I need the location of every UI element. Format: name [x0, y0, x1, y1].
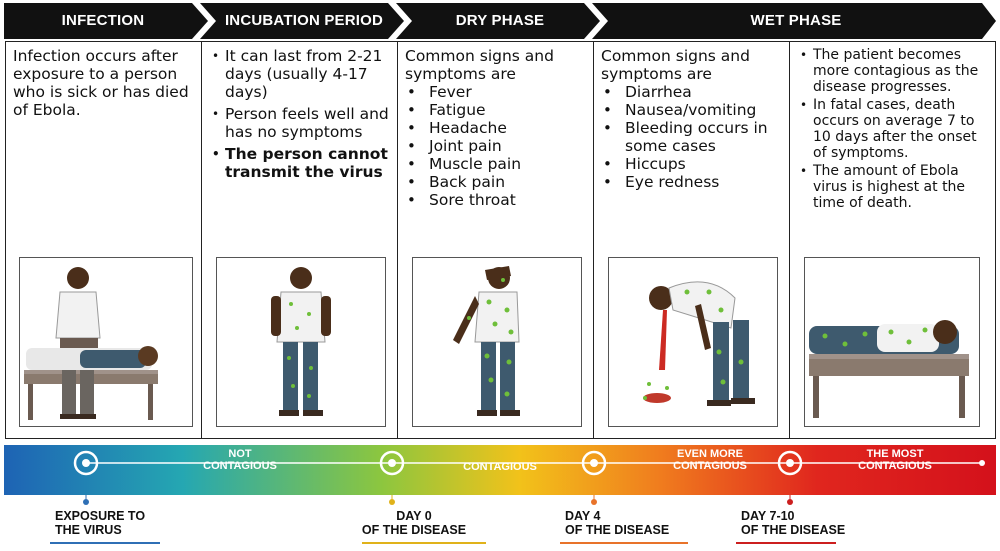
- milestone-underline: [736, 542, 836, 544]
- illustration-infection: [19, 257, 193, 427]
- segment-contagious: CONTAGIOUS: [463, 461, 537, 473]
- panel-wet: Common signs and symptoms are Diarrhea N…: [593, 41, 791, 439]
- wet-symptom: Eye redness: [601, 173, 786, 191]
- milestone-underline: [560, 542, 688, 544]
- wet-late-bullet: The patient becomes more contagious as t…: [797, 47, 991, 95]
- phase-label-dry: DRY PHASE: [455, 12, 545, 29]
- wet-late-bullet: The amount of Ebola virus is highest at …: [797, 163, 991, 211]
- incubation-bullet: Person feels well and has no symptoms: [209, 105, 394, 141]
- illustration-wet-late: [804, 257, 980, 427]
- phase-banner: [4, 3, 996, 39]
- panel-wet-late: The patient becomes more contagious as t…: [789, 41, 996, 439]
- wet-symptom: Nausea/vomiting: [601, 101, 786, 119]
- illustration-incubation: [216, 257, 386, 427]
- wet-intro: Common signs and symptoms are: [601, 47, 750, 83]
- dry-symptom: Fatigue: [405, 101, 590, 119]
- milestone-underline: [50, 542, 160, 544]
- milestone-underline: [362, 542, 486, 544]
- wet-symptom: Hiccups: [601, 155, 786, 173]
- phase-label-incubation: INCUBATION PERIOD: [224, 12, 384, 29]
- panel-infection: Infection occurs after exposure to a per…: [5, 41, 202, 439]
- infection-text: Infection occurs after exposure to a per…: [13, 47, 189, 119]
- illustration-dry: [412, 257, 582, 427]
- contagion-timeline: [4, 445, 996, 495]
- dry-symptom: Back pain: [405, 173, 590, 191]
- phase-label-wet: WET PHASE: [750, 12, 842, 29]
- dry-intro: Common signs and symptoms are: [405, 47, 554, 83]
- panel-dry: Common signs and symptoms are Fever Fati…: [397, 41, 595, 439]
- wet-symptom: Bleeding occurs in some cases: [601, 119, 786, 155]
- timeline-marker: [73, 450, 803, 476]
- incubation-bullet-bold: The person cannot transmit the virus: [209, 145, 394, 181]
- milestone-pins: [83, 495, 793, 505]
- dry-symptom: Headache: [405, 119, 590, 137]
- dry-symptom: Muscle pain: [405, 155, 590, 173]
- wet-symptom: Diarrhea: [601, 83, 786, 101]
- dry-symptom: Sore throat: [405, 191, 590, 209]
- illustration-wet: [608, 257, 778, 427]
- phase-label-infection: INFECTION: [61, 12, 145, 29]
- dry-symptom: Fever: [405, 83, 590, 101]
- dry-symptom: Joint pain: [405, 137, 590, 155]
- incubation-bullet: It can last from 2-21 days (usually 4-17…: [209, 47, 394, 101]
- panel-incubation: It can last from 2-21 days (usually 4-17…: [201, 41, 399, 439]
- wet-late-bullet: In fatal cases, death occurs on average …: [797, 97, 991, 161]
